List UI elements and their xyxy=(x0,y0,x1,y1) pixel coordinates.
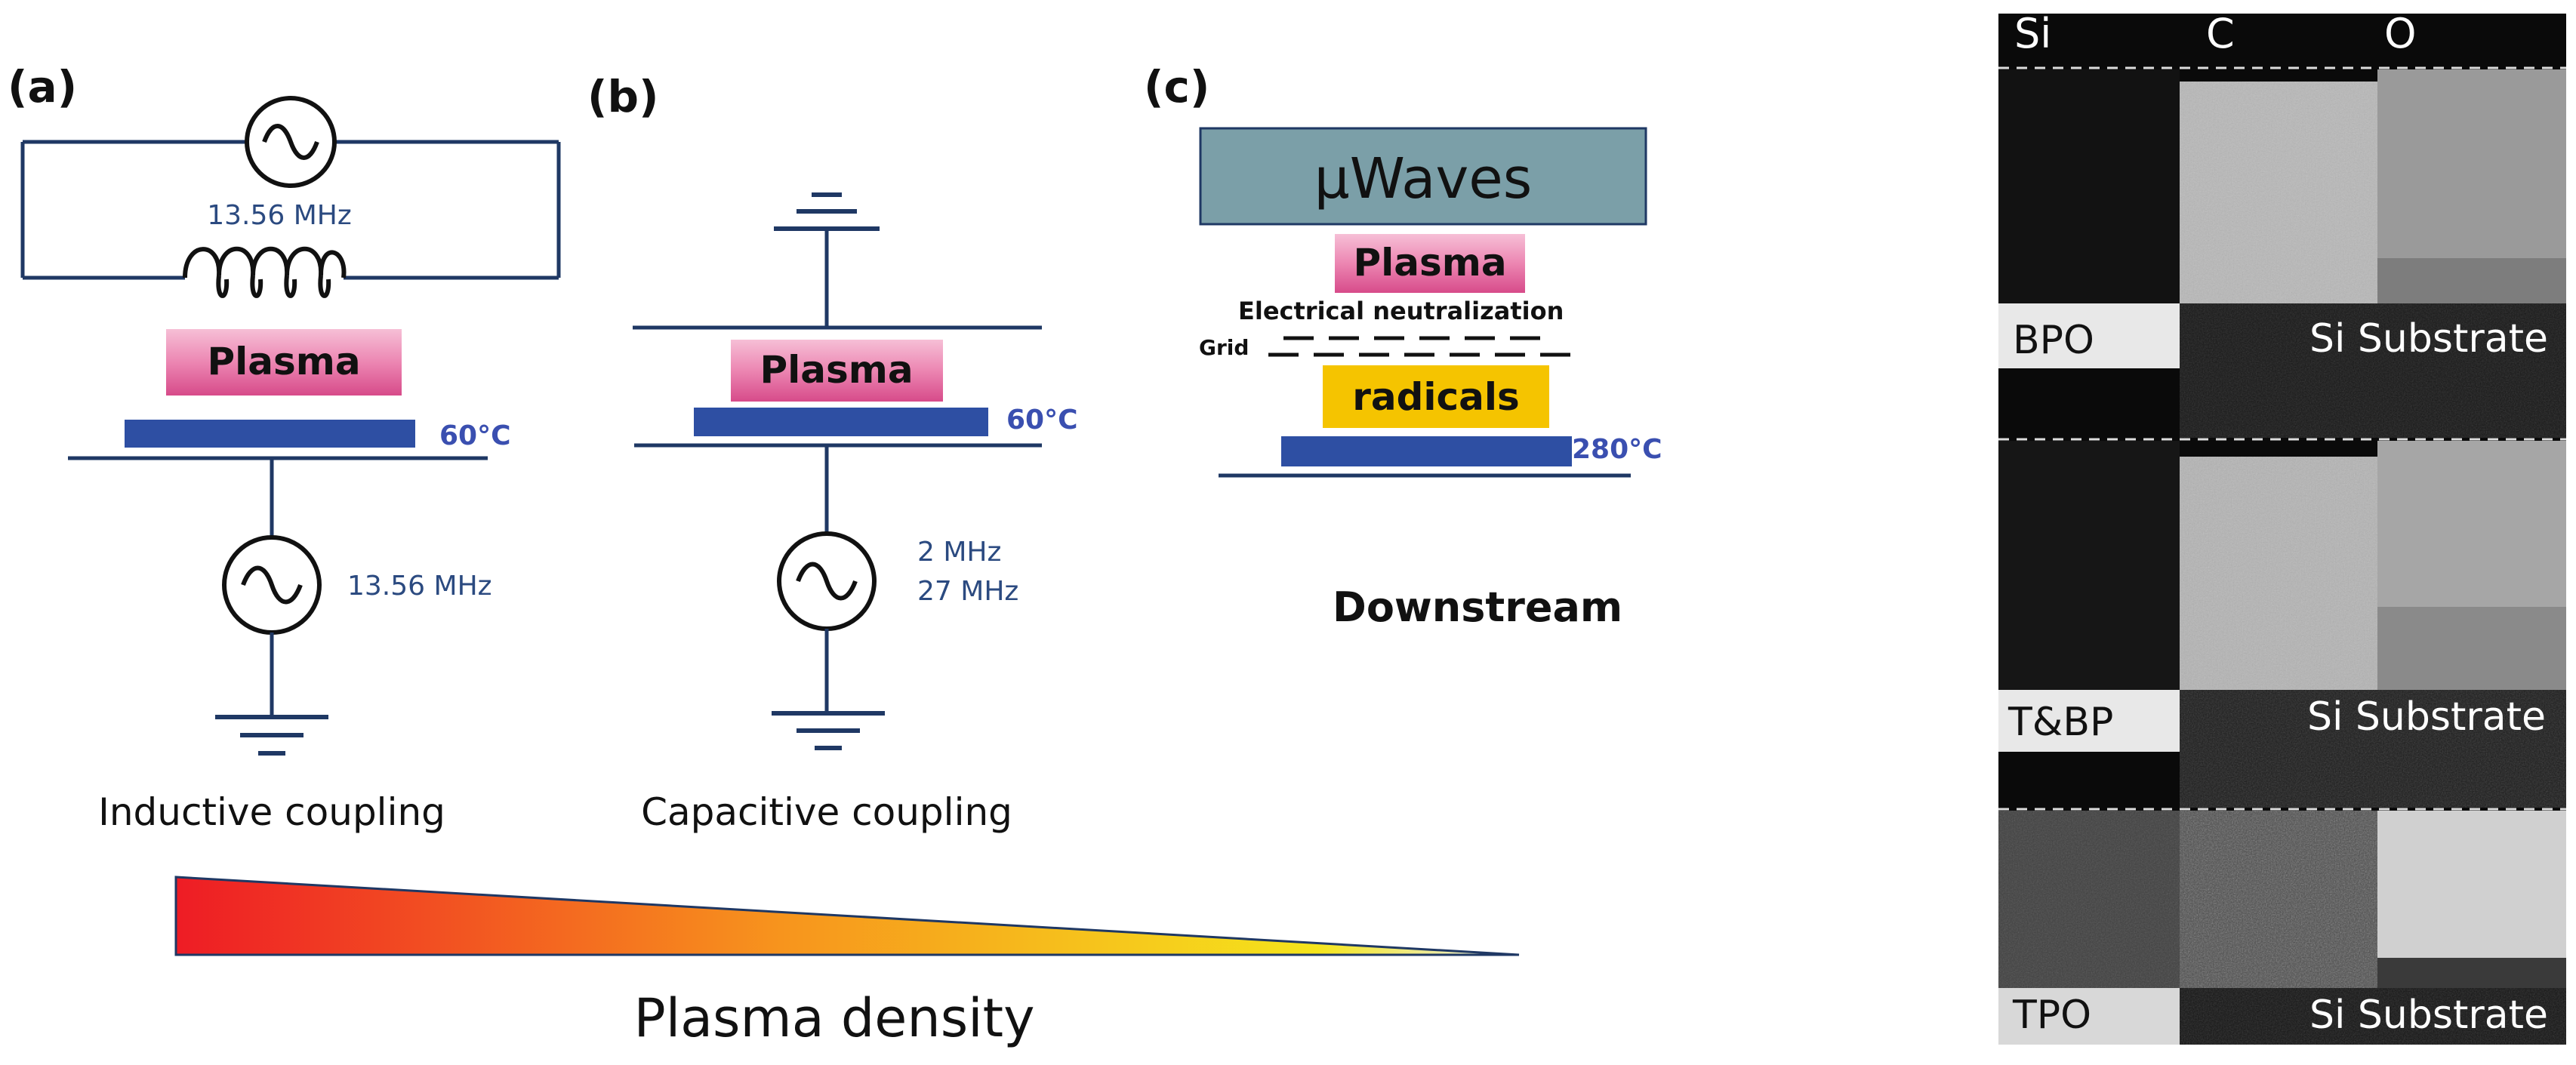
ground-icon xyxy=(215,715,328,756)
substrate-label-tbp: Si Substrate xyxy=(2307,694,2546,740)
column-c: C xyxy=(2206,10,2235,57)
microwave-source-box xyxy=(1199,127,1647,226)
density-gradient-wedge xyxy=(174,876,1520,956)
panel-c-label: (c) xyxy=(1144,61,1209,112)
eds-block-tbp: T&BP Si Substrate xyxy=(1998,438,2566,808)
substrate-plate xyxy=(1281,436,1572,466)
temperature-label: 60°C xyxy=(1006,405,1078,436)
coil-frequency: 13.56 MHz xyxy=(207,200,352,231)
eds-header: Si C O xyxy=(2014,10,2417,57)
panel-b-caption: Capacitive coupling xyxy=(641,790,1012,834)
eds-block-tpo: TPO Si Substrate xyxy=(1998,808,2566,1045)
bias-source-icon xyxy=(222,535,322,635)
sample-label-bg xyxy=(1998,988,2180,1045)
sample-label-bpo: BPO xyxy=(2013,318,2094,363)
panel-c-caption: Downstream xyxy=(1333,583,1622,631)
plasma-label: Plasma xyxy=(760,348,913,392)
radicals-box xyxy=(1323,365,1549,428)
panel-a-label: (a) xyxy=(8,61,77,112)
ac-source-icon xyxy=(245,96,337,188)
plasma-label: Plasma xyxy=(207,340,360,383)
panel-b-label: (b) xyxy=(587,71,659,122)
grid-label: Grid xyxy=(1199,335,1249,360)
sample-label-bg xyxy=(1998,690,2180,752)
substrate-label-bpo: Si Substrate xyxy=(2309,316,2548,362)
plasma-box xyxy=(731,340,943,402)
column-si: Si xyxy=(2014,10,2051,57)
density-label: Plasma density xyxy=(633,987,1034,1049)
sample-label-tpo: TPO xyxy=(2012,993,2091,1038)
rf-source-icon xyxy=(777,531,877,631)
rf-frequency-2: 27 MHz xyxy=(917,576,1018,607)
eds-block-bpo: BPO Si Substrate xyxy=(1998,66,2566,438)
top-ground-icon xyxy=(774,192,880,231)
substrate-plate xyxy=(125,420,415,448)
rf-frequency-1: 2 MHz xyxy=(917,537,1001,568)
plasma-label: Plasma xyxy=(1353,241,1506,285)
column-o: O xyxy=(2384,10,2417,57)
sample-label-bg xyxy=(1998,303,2180,368)
coil-icon xyxy=(183,246,347,298)
substrate-label-tpo: Si Substrate xyxy=(2309,993,2548,1038)
panel-c: (c) µWaves Plasma Electrical neutralizat… xyxy=(1144,61,1662,631)
temperature-label: 280°C xyxy=(1572,434,1662,465)
panel-b: (b) Plasma 60°C 2 MHz 27 MHz Capacitive … xyxy=(587,71,1078,834)
substrate-plate xyxy=(694,408,988,436)
plasma-density-indicator: Plasma density xyxy=(174,876,1520,1049)
neutralization-label: Electrical neutralization xyxy=(1238,297,1564,325)
bias-frequency: 13.56 MHz xyxy=(347,571,492,602)
grid-dashes xyxy=(1268,336,1570,357)
microwave-label: µWaves xyxy=(1314,146,1533,211)
plasma-box xyxy=(166,329,402,396)
ground-icon xyxy=(772,711,885,750)
sample-label-tbp: T&BP xyxy=(2007,700,2113,745)
coil-circuit xyxy=(20,140,561,280)
temperature-label: 60°C xyxy=(439,420,511,451)
radicals-label: radicals xyxy=(1352,375,1520,419)
eds-map: Si C O BPO Si Substrate T& xyxy=(1998,10,2566,1045)
panel-a: (a) 13.56 MHz Plasma 60°C xyxy=(8,61,561,834)
plasma-box xyxy=(1335,234,1525,293)
panel-a-caption: Inductive coupling xyxy=(98,790,445,834)
